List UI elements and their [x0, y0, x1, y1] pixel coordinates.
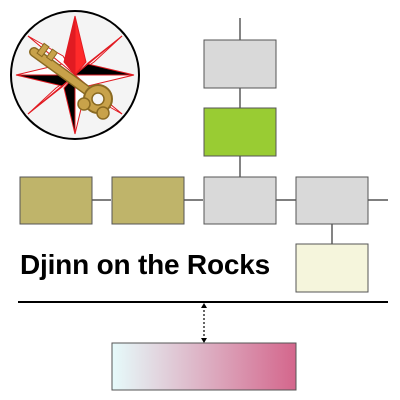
- box-gray-right: [295, 176, 369, 225]
- box-olive-left: [19, 176, 93, 225]
- logo-emblem: [10, 10, 140, 140]
- connector-lines: [92, 18, 388, 244]
- gradient-bar: [111, 342, 297, 391]
- box-cream: [295, 243, 369, 293]
- box-gray-top: [203, 39, 277, 89]
- arrow-head-up-icon: [201, 303, 207, 308]
- box-gray-center: [203, 176, 277, 225]
- page-title: Djinn on the Rocks: [20, 249, 270, 280]
- box-green: [203, 107, 277, 157]
- box-olive-middle: [111, 176, 185, 225]
- arrow-head-down-icon: [201, 338, 207, 343]
- key-icon: [29, 42, 113, 120]
- diagram-boxes: [19, 39, 369, 293]
